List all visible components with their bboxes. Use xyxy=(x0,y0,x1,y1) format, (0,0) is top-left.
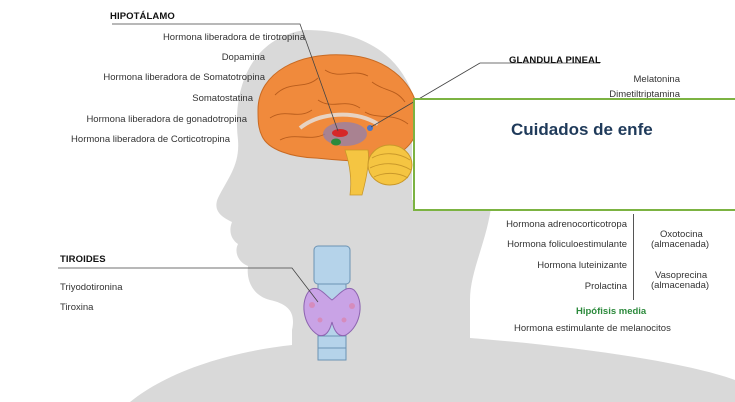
pineal-header: GLANDULA PINEAL xyxy=(509,55,601,66)
hypothalamus-hormone-3: Hormona liberadora de Somatotropina xyxy=(103,72,265,84)
cerebellum xyxy=(368,145,412,185)
pituitary-divider xyxy=(633,214,634,300)
thyroid-hormone-2: Tiroxina xyxy=(60,302,93,314)
pituitary-middle-header: Hipófisis media xyxy=(576,306,646,318)
hypothalamus-hormone-5: Hormona liberadora de gonadotropina xyxy=(86,114,247,126)
pituitary-anterior-3: Hormona luteinizante xyxy=(537,260,627,272)
hypothalamus-header: HIPOTÁLAMO xyxy=(110,11,175,22)
hypothalamus-marker xyxy=(332,129,348,137)
pituitary-anterior-4: Prolactina xyxy=(585,281,627,293)
hypothalamus-hormone-1: Hormona liberadora de tirotropina xyxy=(163,32,305,44)
thyroid-header: TIROIDES xyxy=(60,254,106,265)
pituitary-marker xyxy=(331,139,341,146)
pituitary-anterior-2: Hormona foliculoestimulante xyxy=(507,239,627,251)
pituitary-posterior-2-line2: (almacenada) xyxy=(651,280,709,292)
hypothalamus-hormone-6: Hormona liberadora de Corticotropina xyxy=(71,134,230,146)
pituitary-anterior-1: Hormona adrenocorticotropa xyxy=(506,219,627,231)
overlay-title: Cuidados de enfe xyxy=(511,120,653,140)
pituitary-middle-hormone: Hormona estimulante de melanocitos xyxy=(514,323,671,335)
pineal-hormone-1: Melatonina xyxy=(634,74,680,86)
hypothalamus-hormone-2: Dopamina xyxy=(222,52,265,64)
overlay-card: Cuidados de enfe xyxy=(413,98,735,211)
pituitary-posterior-1-line2: (almacenada) xyxy=(651,239,709,251)
thyroid-hormone-1: Triyodotironina xyxy=(60,282,122,294)
hypothalamus-hormone-4: Somatostatina xyxy=(192,93,253,105)
